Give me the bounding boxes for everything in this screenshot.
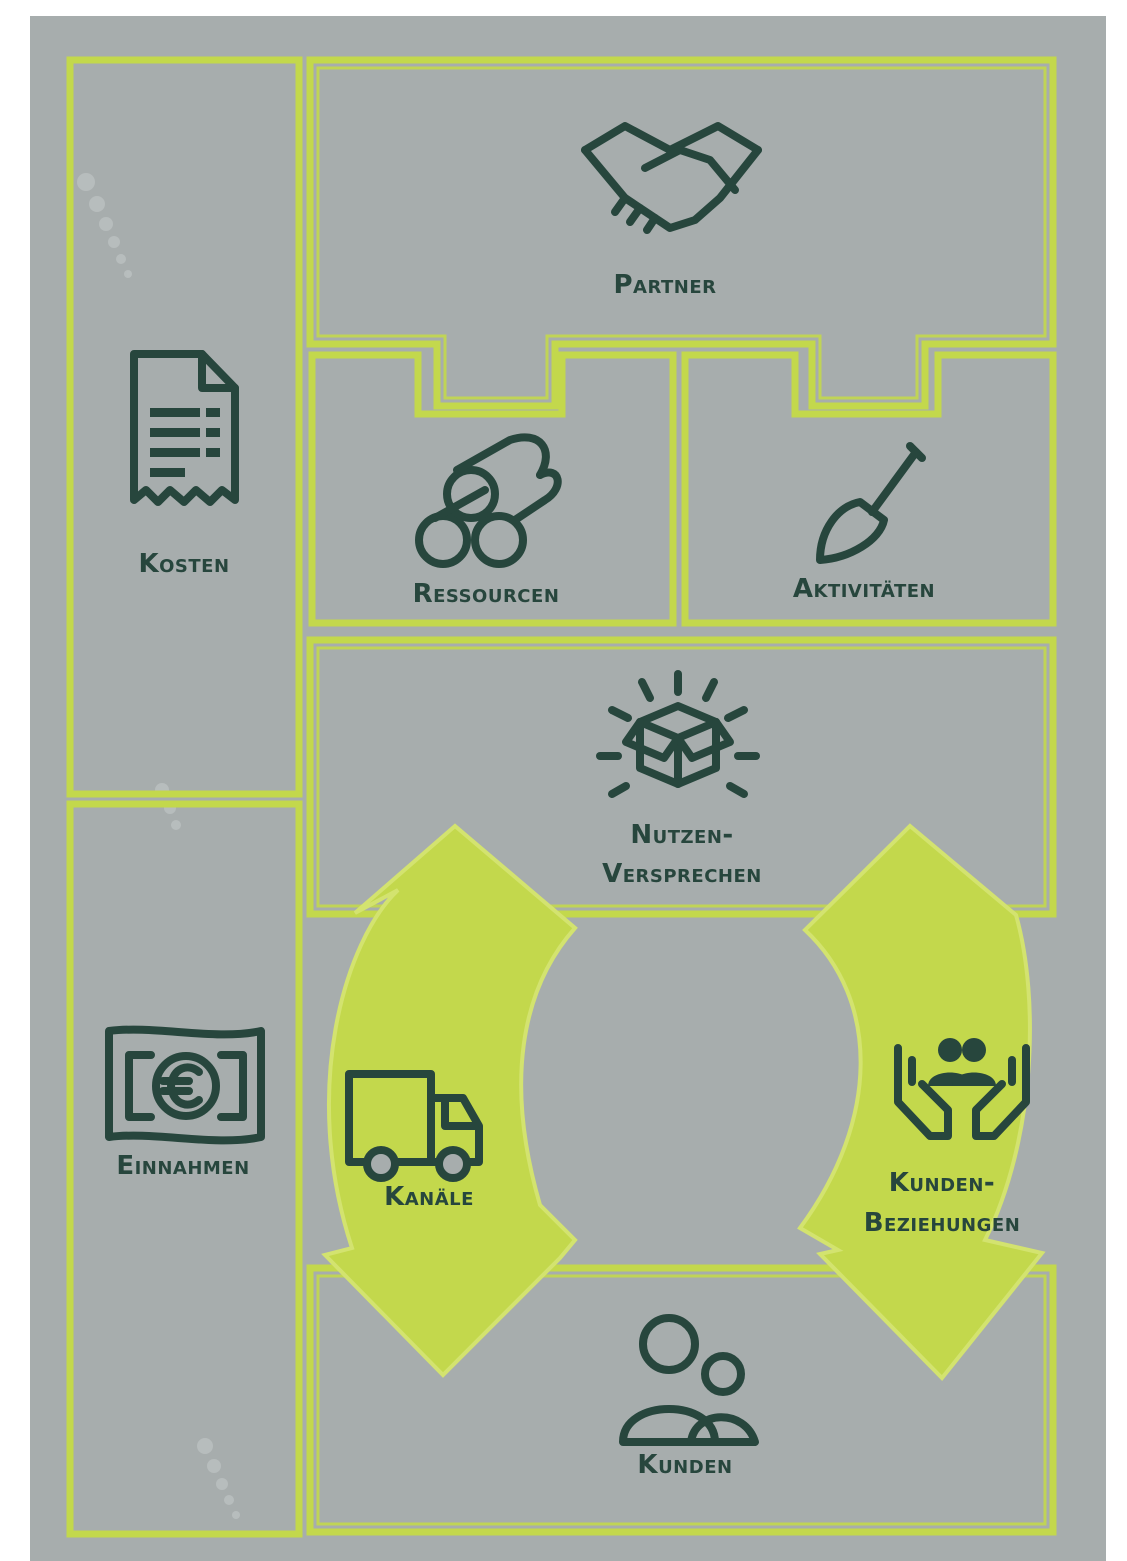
logs-icon [415,433,562,568]
shovel-icon [816,442,926,564]
aktivitaeten-label: Aktivitäten [793,574,935,604]
receipt-icon [130,350,239,506]
einnahmen-frame [66,800,303,1538]
nutzen-frame [306,636,1057,918]
euro-banknote-icon [105,1025,265,1145]
ressourcen-label: Ressourcen [413,579,560,609]
kosten-frame [66,56,303,798]
partner-label: Partner [613,270,716,300]
kundenbeziehungen-label-line2: Beziehungen [864,1208,1021,1238]
nutzen-label-line2: Versprechen [602,859,762,889]
decorative-dots [77,173,240,1519]
handshake-icon [581,122,762,234]
kanaele-label: Kanäle [384,1182,474,1212]
nutzen-label-line1: Nutzen- [630,820,733,850]
ressourcen-frame [308,351,677,627]
einnahmen-label: Einnahmen [116,1151,249,1181]
kundenbeziehungen-arrow [797,823,1046,1382]
open-box-icon [596,670,760,798]
kunden-frame [306,1264,1057,1536]
people-icon [619,1314,759,1446]
kunden-label: Kunden [637,1450,732,1480]
aktivitaeten-frame [681,351,1057,627]
hands-with-people-icon [894,1038,1030,1140]
truck-icon [345,1070,483,1182]
partner-frame [306,56,1057,410]
kundenbeziehungen-label-line1: Kunden- [889,1168,995,1198]
kosten-label: Kosten [138,549,229,579]
